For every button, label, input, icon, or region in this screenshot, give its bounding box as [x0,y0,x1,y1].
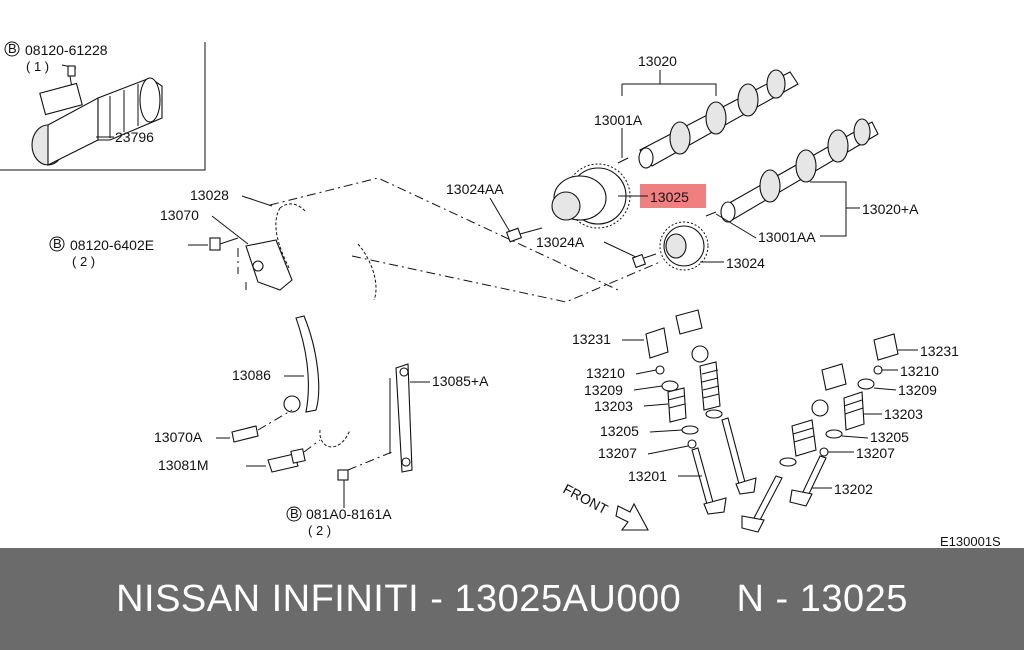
label-spring-right: 13203 [884,406,923,422]
chain-outline-lower [351,255,661,303]
label-bolt-bottom: 081A0-8161A [306,506,392,522]
label-bolt-bottom-qty: ( 2 ) [308,523,331,538]
bolt-marker-mid-icon [49,236,65,252]
bolt-marker-top: B [8,41,17,56]
label-seat-left: 13205 [600,423,639,439]
solenoid-inset: B 08120-61228 ( 1 ) 23796 [0,41,206,171]
label-lifter-left: 13231 [572,331,611,347]
label-valve-exhaust: 13202 [834,481,873,497]
solenoid-valve-icon [31,77,163,166]
label-bolt-mid: 08120-6402E [70,237,154,253]
camshaft-upper: 13020 13001A [594,53,799,169]
label-tensioner: 13070 [160,207,199,223]
label-front: FRONT [561,481,611,518]
label-bolt-mid-qty: ( 2 ) [72,254,95,269]
label-sprocket: 13024 [726,255,765,271]
label-bolt-aa: 13024AA [446,181,504,197]
bolt-bottom-icon [337,451,393,481]
label-camshaft: 13020 [638,53,677,69]
label-bolt-a: 13024A [536,234,585,250]
chain-tensioner-lower-icon [267,439,321,473]
label-chain-tensioner: 13081M [158,457,209,473]
label-seat-right: 13205 [870,429,909,445]
bolt-marker-icon [4,41,20,57]
slack-guide-icon [283,315,320,413]
label-spring-left: 13203 [594,398,633,414]
label-guide-tension: 13085+A [432,373,489,389]
front-arrow-icon [615,502,649,531]
diagram-code: E130001S [940,534,1001,548]
label-solenoid: 23796 [115,129,154,145]
footer-title: NISSAN INFINITI - 13025AU000 N - 13025 [116,578,908,620]
bolt-marker-mid: B [53,236,62,251]
valve-stack-left [645,309,757,515]
footer-bar: NISSAN INFINITI - 13025AU000 N - 13025 [0,548,1024,650]
label-dowel-aa: 13001AA [758,229,816,245]
label-sprocket-highlighted[interactable]: 13025 [650,189,689,205]
camshaft-lower: 13020+A 13001AA [705,118,919,245]
label-retainer-right: 13209 [898,382,937,398]
chain-tensioner-upper-icon [237,239,293,291]
bolt-a-icon [631,253,657,269]
bolt-mid-icon [209,237,239,251]
label-collet-right: 13210 [900,363,939,379]
chain-outline-upper [269,177,619,291]
valve-stack-right [741,333,899,533]
bolt-marker-bottom-icon [286,506,302,522]
pin-icon [231,409,293,443]
sprocket-13025: 13025 [551,163,706,229]
label-guide-slack: 13086 [232,367,271,383]
label-dowel-a: 13001A [594,112,643,128]
label-pin: 13070A [154,429,203,445]
label-valve-intake: 13201 [628,468,667,484]
parts-diagram: B 08120-61228 ( 1 ) 23796 13020 13001A [0,41,1002,548]
label-retainer-left: 13209 [584,382,623,398]
label-camshaft-plus-a: 13020+A [862,201,919,217]
label-collet-left: 13210 [586,365,625,381]
bolt-marker-bottom: B [290,506,299,521]
highlight-box [640,184,706,208]
label-lifter-right: 13231 [920,343,959,359]
bolt-aa-icon [505,227,543,243]
tension-guide-icon [389,363,413,473]
label-chain: 13028 [190,187,229,203]
label-bolt-top-qty: ( 1 ) [26,59,49,74]
label-seal-left: 13207 [598,445,637,461]
camshaft-upper-icon [638,69,799,169]
label-seal-right: 13207 [856,445,895,461]
sprocket-13024: 13024 [659,221,765,271]
label-bolt-top: 08120-61228 [25,42,108,58]
timing-chain [275,203,377,448]
